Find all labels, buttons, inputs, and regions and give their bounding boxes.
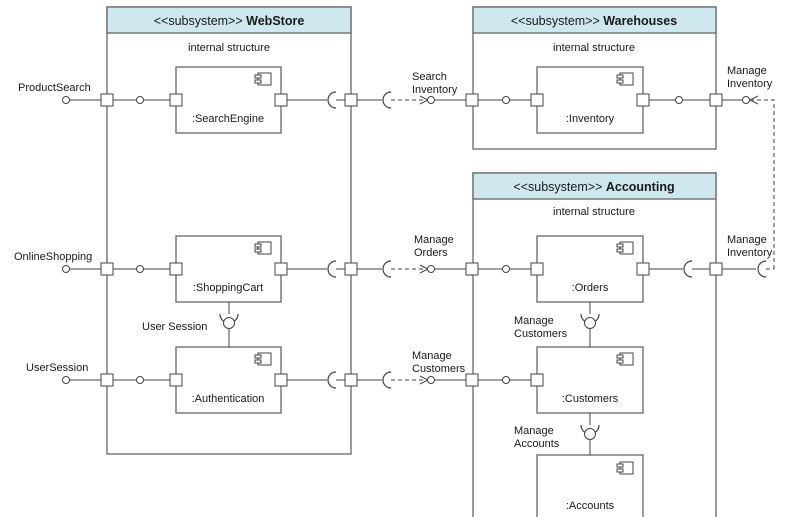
authentication-port-left[interactable]	[169, 373, 183, 387]
row-user-session	[62, 371, 358, 389]
subsystem-accounting-title: <<subsystem>> Accounting	[513, 180, 674, 194]
component-customers[interactable]: :Customers	[536, 346, 644, 414]
component-label: :Customers	[562, 393, 619, 405]
webstore-port-manage-customers[interactable]	[344, 373, 358, 387]
component-label: :ShoppingCart	[193, 282, 263, 294]
accounting-port-manage-customers[interactable]	[465, 373, 479, 387]
label-manage-accounts-1: Manage	[514, 425, 554, 437]
subsystem-webstore-title: <<subsystem>> WebStore	[154, 14, 305, 28]
component-icon	[254, 241, 272, 255]
socket-icon	[327, 91, 337, 109]
row-accounting-customers	[465, 373, 544, 387]
webstore-port-user-session[interactable]	[100, 373, 114, 387]
label-online-shopping: OnlineShopping	[14, 251, 92, 263]
shopping-cart-port-left[interactable]	[169, 262, 183, 276]
subsystem-warehouses-header	[472, 6, 717, 34]
label-manage-accounts-2: Accounts	[514, 438, 560, 450]
label-manage-orders-1: Manage	[414, 234, 454, 246]
component-label: :Authentication	[192, 393, 265, 405]
label-manage-customers-int-1: Manage	[514, 315, 554, 327]
warehouses-port-search-inventory[interactable]	[465, 93, 479, 107]
product-search-lollipop	[62, 96, 70, 104]
component-icon	[616, 72, 634, 86]
row-online-shopping	[62, 260, 358, 278]
accounting-port-manage-orders[interactable]	[465, 262, 479, 276]
label-user-session-ext: UserSession	[26, 362, 88, 374]
orders-port-right[interactable]	[636, 262, 650, 276]
webstore-port-online-shopping[interactable]	[100, 262, 114, 276]
subsystem-webstore-caption: internal structure	[188, 42, 270, 54]
online-shopping-lollipop	[62, 265, 70, 273]
component-icon	[616, 461, 634, 475]
user-session-lollipop	[62, 376, 70, 384]
customers-port-left[interactable]	[530, 373, 544, 387]
shopping-cart-port-right[interactable]	[274, 262, 288, 276]
row-accounting-orders	[465, 260, 767, 278]
orders-port-left[interactable]	[530, 262, 544, 276]
webstore-port-product-search[interactable]	[100, 93, 114, 107]
link-manage-inventory	[748, 95, 775, 270]
webstore-port-manage-orders[interactable]	[344, 262, 358, 276]
search-engine-port-left[interactable]	[169, 93, 183, 107]
component-shopping-cart[interactable]: :ShoppingCart	[175, 235, 282, 303]
link-manage-orders	[357, 260, 466, 278]
label-user-session-int: User Session	[142, 321, 207, 333]
search-engine-port-right[interactable]	[274, 93, 288, 107]
subsystem-accounting-caption: internal structure	[553, 206, 635, 218]
component-label: :Orders	[572, 282, 609, 294]
subsystem-webstore-header	[106, 6, 352, 34]
user-session-internal	[219, 302, 239, 347]
component-icon	[254, 72, 272, 86]
label-manage-customers-ext-1: Manage	[412, 350, 452, 362]
row-product-search	[62, 91, 358, 109]
label-manage-inventory-top-2: Inventory	[727, 78, 773, 90]
label-manage-inventory-mid-2: Inventory	[727, 247, 773, 259]
component-label: :Accounts	[566, 500, 615, 512]
customers-accounts-link	[580, 413, 600, 455]
component-authentication[interactable]: :Authentication	[175, 346, 282, 414]
component-label: :Inventory	[566, 113, 615, 125]
label-search-inventory-2: Inventory	[412, 84, 458, 96]
component-orders[interactable]: :Orders	[536, 235, 644, 303]
socket-icon	[327, 260, 337, 278]
component-inventory[interactable]: :Inventory	[536, 66, 644, 134]
component-icon	[254, 352, 272, 366]
inventory-port-right[interactable]	[636, 93, 650, 107]
socket-icon	[327, 371, 337, 389]
component-accounts[interactable]: :Accounts	[536, 454, 644, 517]
inventory-port-left[interactable]	[530, 93, 544, 107]
subsystem-warehouses-caption: internal structure	[553, 42, 635, 54]
user-session-lollipop-internal	[223, 317, 235, 329]
component-icon	[616, 352, 634, 366]
socket-icon	[757, 260, 767, 278]
label-product-search: ProductSearch	[18, 82, 91, 94]
accounting-port-manage-inventory[interactable]	[709, 262, 723, 276]
component-search-engine[interactable]: :SearchEngine	[175, 66, 282, 134]
label-search-inventory-1: Search	[412, 71, 447, 83]
socket-icon	[683, 260, 693, 278]
link-manage-customers	[357, 371, 466, 389]
subsystem-warehouses-title: <<subsystem>> Warehouses	[511, 14, 677, 28]
warehouses-port-manage-inventory[interactable]	[709, 93, 723, 107]
component-label: :SearchEngine	[192, 113, 264, 125]
webstore-port-search-inventory[interactable]	[344, 93, 358, 107]
label-manage-orders-2: Orders	[414, 247, 448, 259]
label-manage-customers-ext-2: Customers	[412, 363, 466, 375]
component-icon	[616, 241, 634, 255]
row-warehouses	[465, 93, 750, 107]
authentication-port-right[interactable]	[274, 373, 288, 387]
label-manage-customers-int-2: Customers	[514, 328, 568, 340]
label-manage-inventory-top-1: Manage	[727, 65, 767, 77]
subsystem-accounting-header	[472, 172, 717, 200]
manage-inventory-lollipop	[742, 96, 750, 104]
orders-customers-link	[580, 302, 600, 347]
link-search-inventory	[357, 91, 466, 109]
label-manage-inventory-mid-1: Manage	[727, 234, 767, 246]
